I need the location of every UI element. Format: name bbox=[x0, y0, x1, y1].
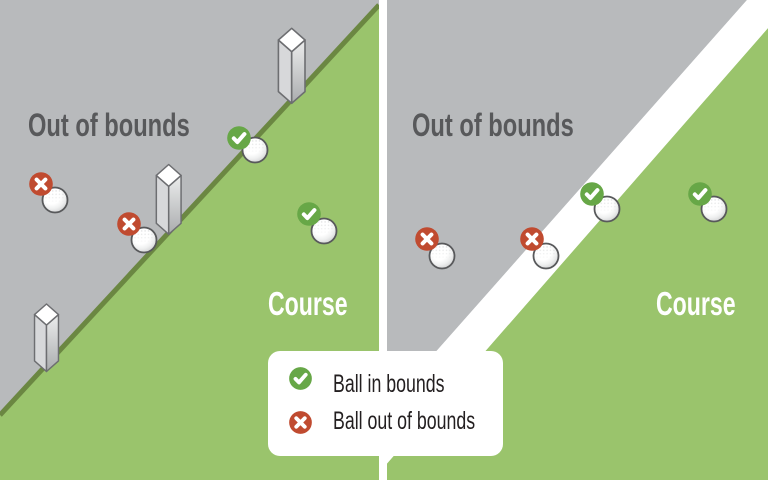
x-badge-icon bbox=[518, 225, 546, 253]
right-out-of-bounds-label: Out of bounds bbox=[412, 107, 574, 143]
boundary-stake bbox=[277, 27, 306, 105]
left-boundary-line bbox=[0, 3, 379, 417]
right-course-label: Course bbox=[656, 285, 736, 322]
boundary-stake bbox=[33, 303, 60, 373]
right-boundary-white-line bbox=[387, 0, 768, 464]
x-badge-icon bbox=[288, 410, 313, 435]
panel-divider bbox=[379, 0, 387, 480]
check-badge-icon bbox=[686, 180, 714, 208]
check-badge-icon bbox=[288, 366, 313, 391]
x-badge-icon bbox=[27, 170, 55, 198]
x-badge-icon bbox=[115, 210, 143, 238]
left-course-label: Course bbox=[268, 285, 348, 322]
legend-label-out-of-bounds: Ball out of bounds bbox=[333, 407, 476, 435]
check-badge-icon bbox=[295, 200, 323, 228]
x-badge-icon bbox=[413, 225, 441, 253]
left-out-of-bounds-label: Out of bounds bbox=[28, 107, 190, 143]
check-badge-icon bbox=[225, 124, 253, 152]
legend: Ball in bounds Ball out of bounds bbox=[268, 351, 503, 456]
boundary-stake bbox=[155, 163, 182, 235]
check-badge-icon bbox=[578, 180, 606, 208]
legend-label-in-bounds: Ball in bounds bbox=[333, 370, 445, 398]
right-panel-line-scene bbox=[387, 0, 768, 480]
